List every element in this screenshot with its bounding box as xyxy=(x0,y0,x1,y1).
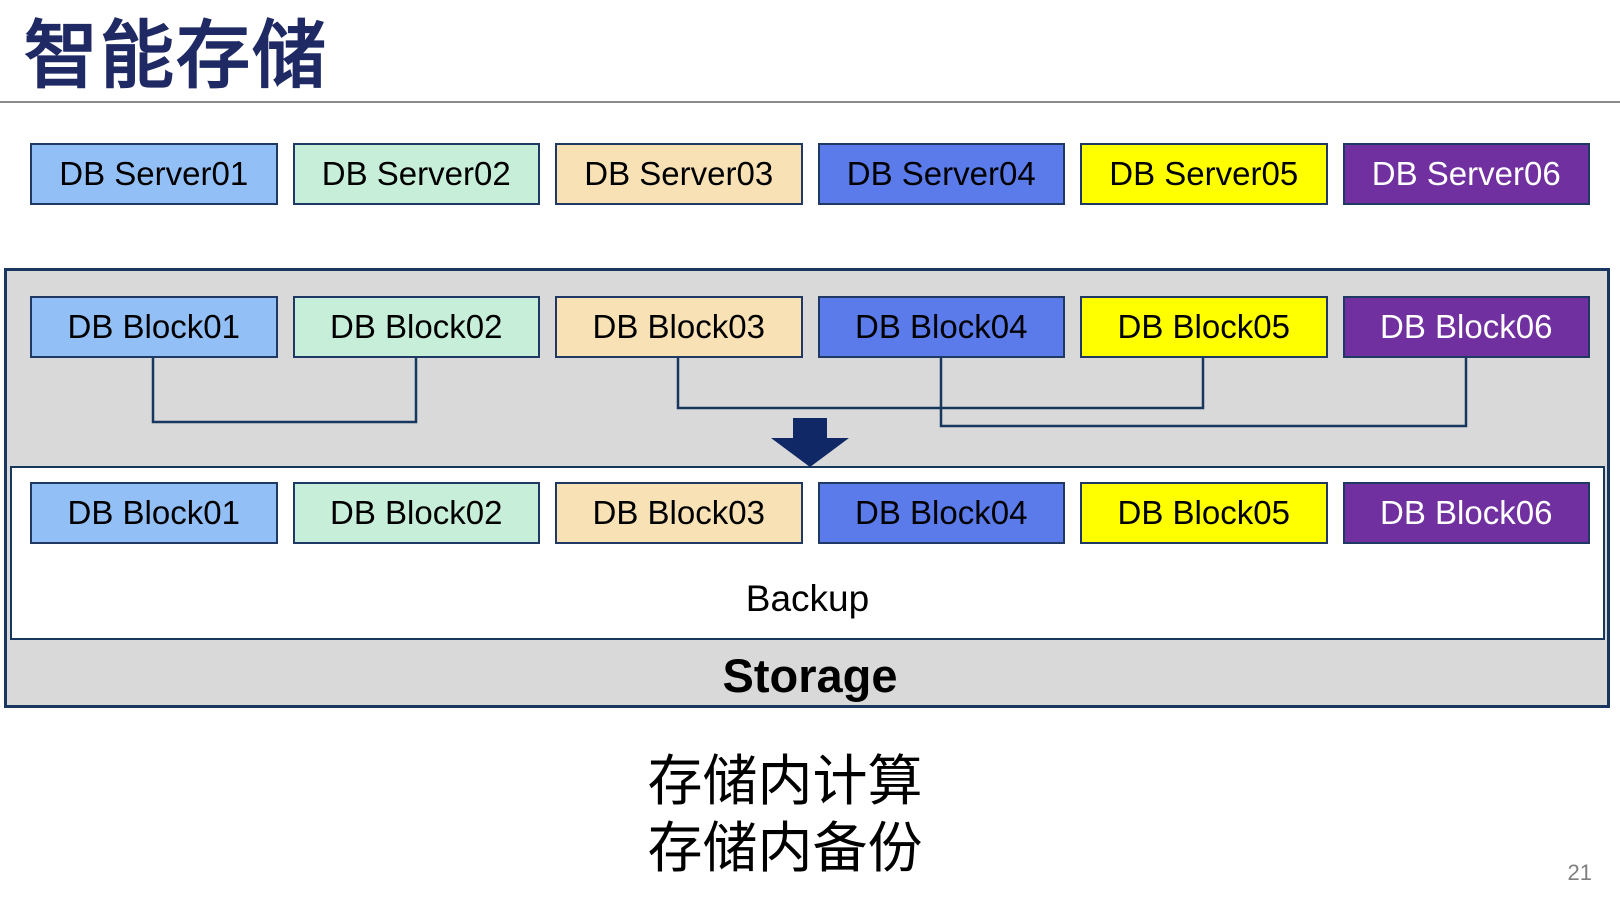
db-server01-box: DB Server01 xyxy=(30,143,278,205)
caption-line1: 存储内计算 xyxy=(647,750,923,812)
db-block05-bottom-box: DB Block05 xyxy=(1080,482,1328,544)
db-server02-box: DB Server02 xyxy=(292,143,540,205)
page-title: 智能存储 xyxy=(24,14,328,97)
db-server06-box: DB Server06 xyxy=(1342,143,1590,205)
db-server03-box: DB Server03 xyxy=(555,143,803,205)
db-block02-bottom-box: DB Block02 xyxy=(292,482,540,544)
db-server-row: DB Server01 DB Server02 DB Server03 DB S… xyxy=(30,143,1590,205)
db-block06-bottom-box: DB Block06 xyxy=(1342,482,1590,544)
db-block-row-top: DB Block01 DB Block02 DB Block03 DB Bloc… xyxy=(30,296,1590,358)
db-block05-top-box: DB Block05 xyxy=(1080,296,1328,358)
storage-label: Storage xyxy=(722,649,898,702)
db-server05-box: DB Server05 xyxy=(1080,143,1328,205)
db-block04-top-box: DB Block04 xyxy=(817,296,1065,358)
db-block01-bottom-box: DB Block01 xyxy=(30,482,278,544)
db-server04-box: DB Server04 xyxy=(817,143,1065,205)
caption-text: 存储内计算 存储内备份 xyxy=(0,748,1570,882)
db-block-row-bottom: DB Block01 DB Block02 DB Block03 DB Bloc… xyxy=(30,482,1590,544)
db-block03-bottom-box: DB Block03 xyxy=(555,482,803,544)
db-block06-top-box: DB Block06 xyxy=(1342,296,1590,358)
db-block04-bottom-box: DB Block04 xyxy=(817,482,1065,544)
caption-line2: 存储内备份 xyxy=(647,817,923,879)
db-block01-top-box: DB Block01 xyxy=(30,296,278,358)
title-underline xyxy=(0,101,1620,103)
page-number: 21 xyxy=(1567,860,1592,885)
backup-label: Backup xyxy=(745,578,870,619)
db-block02-top-box: DB Block02 xyxy=(292,296,540,358)
db-block03-top-box: DB Block03 xyxy=(555,296,803,358)
